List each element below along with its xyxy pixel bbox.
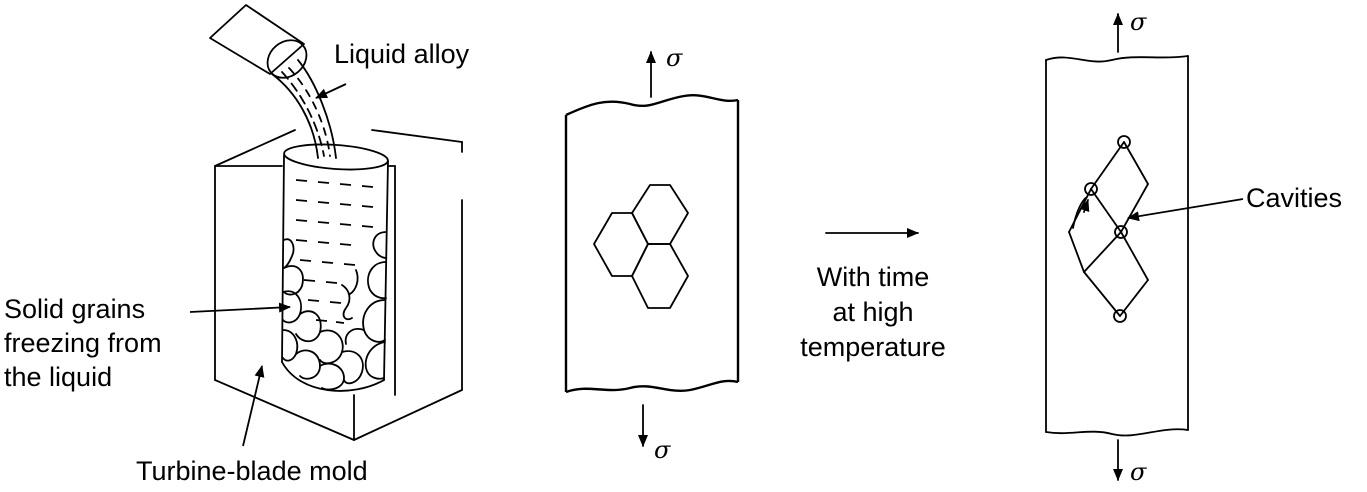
cavity: [1084, 182, 1098, 196]
specimen-after: [1045, 13, 1189, 481]
sigma-bottom-before: σ: [654, 436, 671, 464]
turbine-blade-mold: [214, 129, 463, 441]
specimen-before: [564, 51, 740, 447]
casting-panel: [209, 4, 463, 441]
sigma-bottom-after: σ: [1130, 458, 1147, 486]
sigma-top-before: σ: [666, 44, 683, 72]
ladle: [209, 4, 308, 79]
process-label-line2: at high: [832, 297, 913, 327]
liquid-alloy-label: Liquid alloy: [334, 39, 470, 69]
solid-grains-label-line2: freezing from: [4, 328, 162, 358]
process-label-line1: With time: [817, 262, 930, 292]
cavities-label: Cavities: [1246, 183, 1342, 213]
solid-grains-pointer: [189, 302, 291, 313]
solid-grains-label-line1: Solid grains: [4, 294, 145, 324]
cavity: [1113, 309, 1127, 323]
hexagon-grains-before: [593, 184, 689, 309]
mold-pointer: [242, 365, 265, 447]
cavity: [1114, 225, 1128, 239]
sigma-top-after: σ: [1130, 8, 1147, 36]
process-label-line3: temperature: [800, 332, 946, 362]
liquid-alloy-pointer: [315, 83, 347, 99]
mold-label: Turbine-blade mold: [136, 456, 368, 486]
cavities-pointer: [1127, 198, 1244, 222]
liquid-dashes: [295, 179, 374, 324]
solid-grains: [282, 231, 387, 391]
cavity: [1117, 135, 1131, 149]
pour-stream: [271, 59, 337, 159]
cavitated-grains: [1068, 135, 1149, 323]
solid-grains-label-line3: the liquid: [4, 362, 112, 392]
